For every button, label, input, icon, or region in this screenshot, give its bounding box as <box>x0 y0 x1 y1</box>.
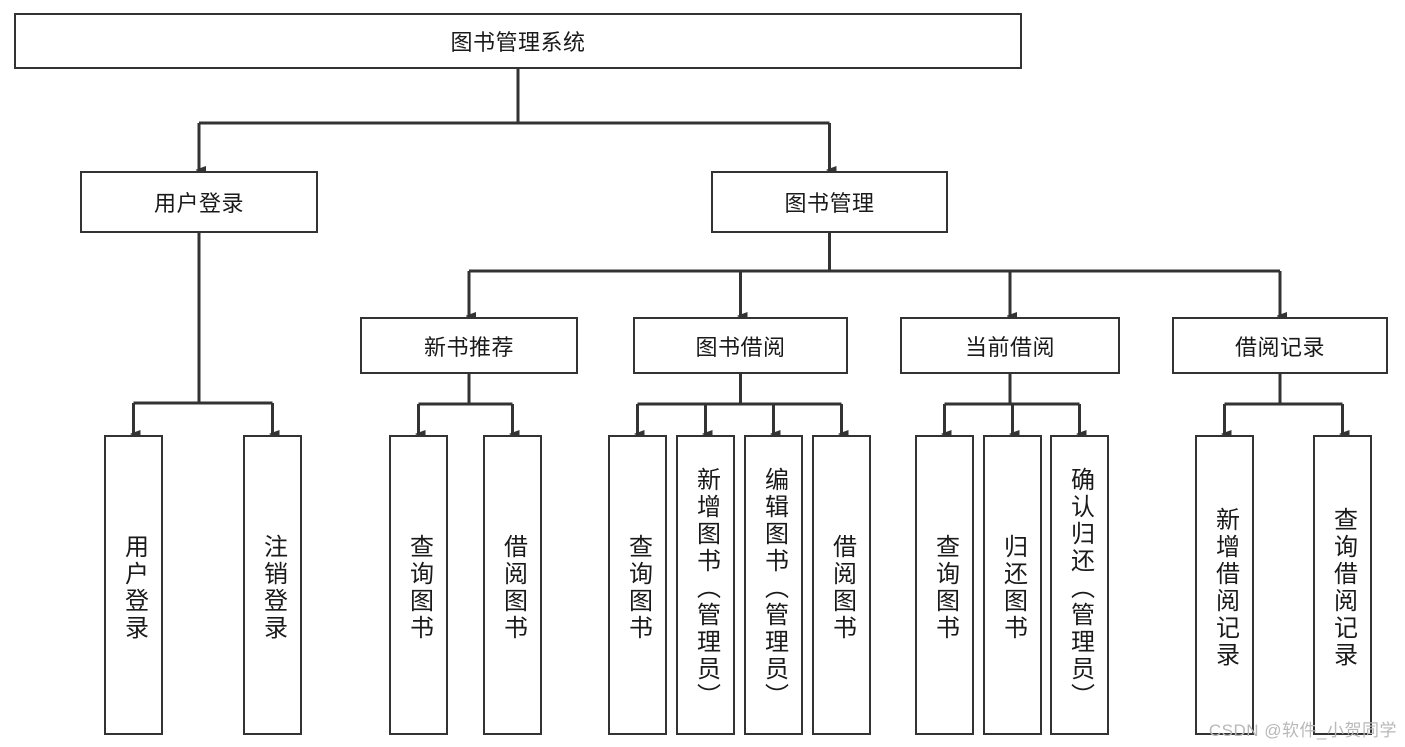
node-leaf-query-borrow-record[interactable]: 查询借阅记录 <box>1313 435 1372 735</box>
csdn-watermark: CSDN @软件_小贺同学 <box>1208 721 1397 740</box>
node-label: 图书管理系统 <box>450 30 586 55</box>
node-label: 用户登录 <box>153 191 244 216</box>
node-label: 查询图书 <box>624 534 652 642</box>
node-label: 编辑图书（管理员） <box>760 466 788 710</box>
node-leaf-query-book-recommend[interactable]: 查询图书 <box>389 435 448 735</box>
node-label: 图书借阅 <box>695 334 786 360</box>
node-leaf-user-login[interactable]: 用户登录 <box>104 435 163 735</box>
node-label: 查询图书 <box>405 534 433 642</box>
node-label: 确认归还（管理员） <box>1066 466 1094 710</box>
node-leaf-borrow-book[interactable]: 借阅图书 <box>812 435 871 735</box>
node-new-book-recommend[interactable]: 新书推荐 <box>360 317 578 374</box>
node-label: 用户登录 <box>120 534 148 642</box>
node-leaf-confirm-return[interactable]: 确认归还（管理员） <box>1050 435 1109 735</box>
node-leaf-add-book[interactable]: 新增图书（管理员） <box>676 435 735 735</box>
node-current-borrow[interactable]: 当前借阅 <box>900 317 1120 374</box>
node-label: 借阅记录 <box>1234 334 1325 360</box>
node-label: 查询图书 <box>931 534 959 642</box>
node-label: 查询借阅记录 <box>1329 507 1357 669</box>
node-label: 注销登录 <box>259 534 287 642</box>
node-label: 当前借阅 <box>964 334 1055 360</box>
node-label: 借阅图书 <box>828 534 856 642</box>
node-leaf-return-book[interactable]: 归还图书 <box>983 435 1042 735</box>
node-leaf-user-logout[interactable]: 注销登录 <box>243 435 302 735</box>
node-label: 新增借阅记录 <box>1211 507 1239 669</box>
node-book-borrow[interactable]: 图书借阅 <box>633 317 848 374</box>
node-label: 新增图书（管理员） <box>692 466 720 710</box>
node-leaf-edit-book[interactable]: 编辑图书（管理员） <box>744 435 803 735</box>
node-borrow-record[interactable]: 借阅记录 <box>1172 317 1388 374</box>
node-label: 归还图书 <box>999 534 1027 642</box>
node-book-manage[interactable]: 图书管理 <box>711 171 948 233</box>
node-label: 图书管理 <box>784 191 875 216</box>
node-user-login[interactable]: 用户登录 <box>80 171 318 233</box>
node-root[interactable]: 图书管理系统 <box>14 13 1022 69</box>
node-label: 借阅图书 <box>499 534 527 642</box>
node-leaf-query-book-borrow[interactable]: 查询图书 <box>608 435 667 735</box>
node-leaf-query-book-current[interactable]: 查询图书 <box>915 435 974 735</box>
node-leaf-add-borrow-record[interactable]: 新增借阅记录 <box>1195 435 1254 735</box>
node-leaf-borrow-book-recommend[interactable]: 借阅图书 <box>483 435 542 735</box>
node-label: 新书推荐 <box>423 334 514 360</box>
